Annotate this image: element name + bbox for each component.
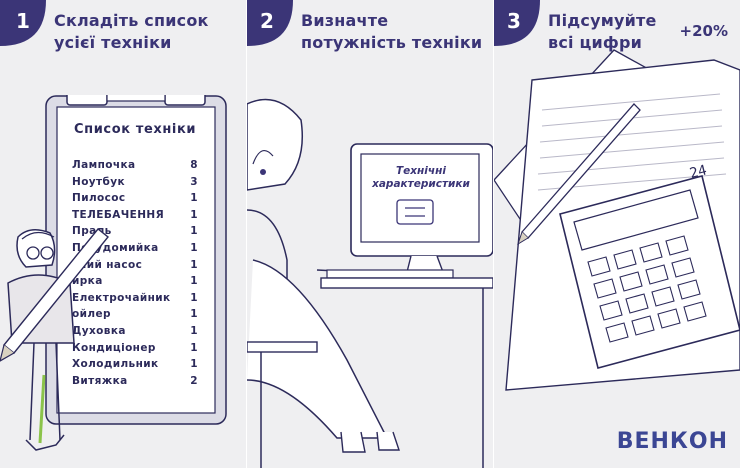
list-item-qty: 2 (190, 374, 198, 387)
list-item-qty: 3 (190, 175, 198, 188)
list-item-name: ирка (72, 275, 103, 288)
panel-divider (493, 0, 494, 468)
list-item: ирка 1 (72, 275, 198, 292)
monitor-screen-text: Технічні характеристики (372, 165, 470, 190)
panel-step-1: 1 Складіть список усієї техніки Список т… (0, 0, 246, 468)
list-item-name: Пилосос (72, 192, 126, 205)
step-title-3: Підсумуйте всі цифри (548, 11, 657, 52)
list-item-qty: 1 (190, 341, 198, 354)
list-item: Холодильник 1 (72, 358, 198, 375)
list-item-qty: 8 (190, 159, 198, 171)
woman-at-computer-illustration (247, 98, 493, 468)
list-item: Духовка 1 (72, 325, 198, 342)
list-item-name: Ноутбук (72, 175, 126, 188)
panel-step-3: 3 Підсумуйте всі цифри +20% 24 (494, 0, 740, 468)
list-item-name: Холодильник (72, 358, 159, 371)
list-item-name: Витяжка (72, 374, 128, 387)
list-item-qty: 1 (190, 208, 198, 221)
list-item: Пилосос 1 (72, 192, 198, 209)
man-with-pencil-illustration (0, 228, 109, 451)
list-item-qty: 1 (190, 241, 198, 254)
step-badge-3: 3 (494, 0, 540, 46)
papers-and-calculator-illustration (494, 49, 740, 391)
list-item: Лампочка 8 (72, 159, 198, 176)
list-title: Список техніки (74, 122, 197, 137)
list-item-qty: 1 (190, 358, 198, 371)
step-number-2: 2 (260, 9, 274, 33)
list-item-qty: 1 (190, 291, 198, 304)
list-item-name: вний насос (72, 258, 143, 271)
list-item: Кондиціонер 1 (72, 342, 198, 359)
list-item-qty: 1 (190, 225, 198, 238)
list-item-name: Кондиціонер (72, 341, 156, 354)
panel-step-2: 2 Визначте потужність техніки Те (247, 0, 493, 468)
list-item: ТЕЛЕБАЧЕННЯ 1 (72, 209, 198, 226)
list-item-name: Електрочайник (72, 291, 171, 304)
list-item-qty: 1 (190, 308, 198, 321)
step-number-3: 3 (507, 9, 521, 33)
list-item: ойлер 1 (72, 308, 198, 325)
list-item-name: Духовка (72, 324, 126, 337)
percent-label: +20% (679, 22, 728, 40)
step-badge-2: 2 (247, 0, 293, 46)
step-badge-1: 1 (0, 0, 46, 46)
list-item-qty: 1 (190, 275, 198, 288)
step-title-2: Визначте потужність техніки (301, 11, 483, 52)
list-item: Витяжка 2 (72, 375, 198, 392)
list-item: Ноутбук 3 (72, 176, 198, 193)
list-item: вний насос 1 (72, 259, 198, 276)
brand-logo: ВЕНКОН (616, 429, 728, 454)
list-item-qty: 1 (190, 324, 198, 337)
list-item-qty: 1 (190, 258, 198, 271)
list-item: Електрочайник 1 (72, 292, 198, 309)
list-item-name: Лампочка (72, 159, 136, 171)
list-item-name: ойлер (72, 308, 111, 321)
step-number-1: 1 (16, 9, 30, 33)
panel-divider (246, 0, 247, 468)
list-item-name: ТЕЛЕБАЧЕННЯ (72, 208, 165, 221)
step-title-1: Складіть список усієї техніки (54, 11, 209, 52)
list-item-qty: 1 (190, 192, 198, 205)
clipboard-illustration (45, 95, 227, 425)
